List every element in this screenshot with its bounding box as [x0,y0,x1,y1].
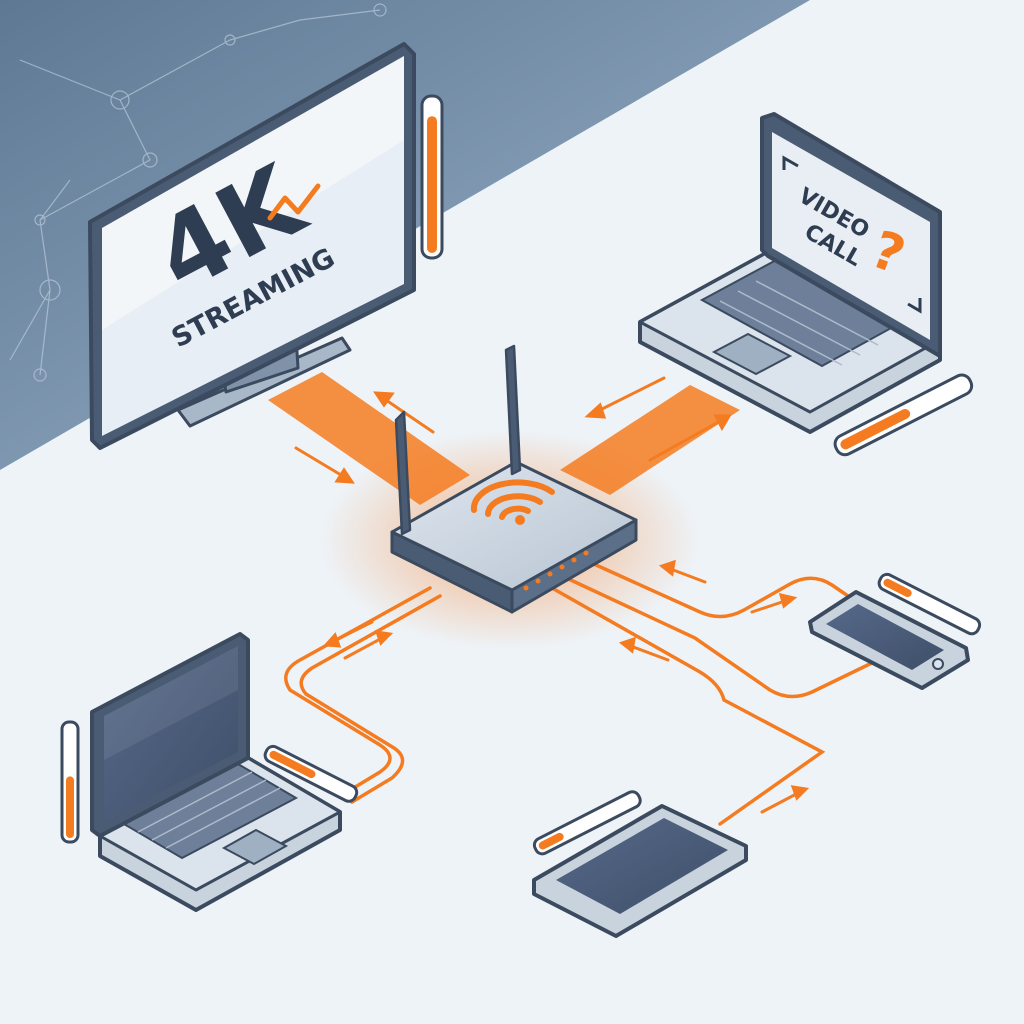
laptop-bl-usage-fill-2 [269,750,316,779]
laptop-top-right: VIDEO CALL ? [638,112,974,457]
laptop-bl-screen [104,646,238,822]
wifi-icon [470,479,555,520]
arrow-head [658,559,676,577]
smartphone [808,572,982,690]
laptop-bl-screen-glare [104,646,238,760]
laptop-tr-key-rows [719,280,879,366]
laptop-bl-usage-fill [66,776,74,838]
arrow [666,566,707,584]
cable-tablet [550,586,826,826]
arrow [330,620,374,644]
arrow-head [374,630,394,646]
phone-usage-fill [883,578,912,598]
router-top [390,460,638,592]
cable-smartphone [583,558,850,619]
tv-usage-fill [427,116,437,253]
tablet [532,790,748,938]
cables [284,558,880,826]
laptop-tr-usage-fill [840,408,911,450]
arrow-head [584,402,607,419]
router-antenna-icon [504,344,522,476]
laptop-bl-key-rows [137,771,281,849]
tv-connection-band [268,372,470,505]
arrow [381,396,435,434]
arrow-head [618,636,636,654]
arrows [294,376,810,814]
laptop-tr-focus-corners [782,155,922,314]
cable-laptop-left-b [299,594,442,804]
arrow [343,635,386,660]
arrow-head [373,391,395,408]
tv-screen-glare [102,56,404,330]
laptop-tr-touchpad [711,332,793,376]
arrow-head [778,592,798,609]
phone-home-button [932,658,944,670]
tv-trend-icon [267,183,321,221]
router-antenna-icon [394,410,412,536]
arrow-head [322,632,342,648]
arrow [648,418,724,462]
arrow-head [334,467,355,484]
tablet-usage-fill [538,832,564,850]
laptop-tr-screen [772,132,930,340]
cable-laptop-left [284,586,432,797]
phone-screen [826,604,944,670]
laptop-top-connection-band [560,385,740,495]
laptop-bl-touchpad [221,828,289,866]
tablet-screen [556,818,728,914]
tv-screen [102,56,404,436]
arrow-head [713,414,732,432]
arrow [594,376,666,414]
arrow [626,643,670,662]
router-leds [523,550,589,591]
arrow [294,446,348,480]
wifi-dot [515,515,525,525]
network-pattern [9,3,387,382]
arrow [760,790,802,814]
laptop-bottom-left [60,632,359,912]
router [390,344,638,614]
arrow-head [790,785,810,801]
tv: 4K STREAMING [88,42,444,450]
cable-smartphone-b [558,573,880,699]
